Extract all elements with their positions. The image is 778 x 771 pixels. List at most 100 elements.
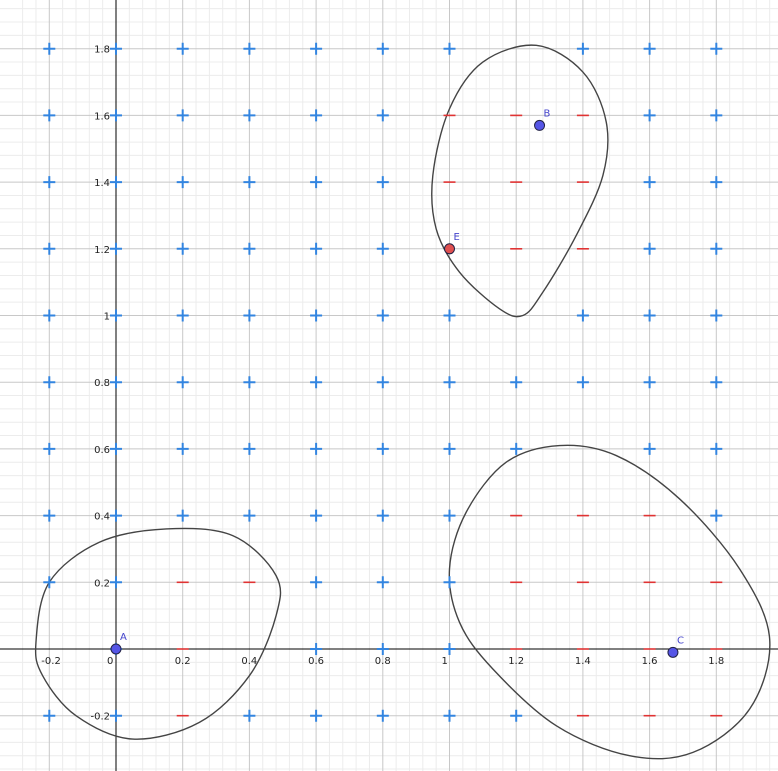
plus-marker	[376, 509, 389, 522]
plus-marker	[310, 442, 323, 455]
x-tick-label: 1.6	[642, 656, 658, 667]
plus-marker	[243, 509, 256, 522]
plus-marker	[176, 442, 189, 455]
x-tick-label: 0.8	[375, 656, 391, 667]
plus-marker	[110, 376, 122, 389]
plus-marker	[643, 376, 656, 389]
plus-marker	[643, 442, 656, 455]
plus-marker	[176, 242, 189, 255]
plus-marker	[110, 509, 122, 522]
plus-marker	[43, 309, 56, 322]
x-tick-label: 1	[442, 656, 448, 667]
plus-marker	[310, 576, 323, 589]
plus-marker	[710, 376, 723, 389]
plus-marker	[710, 442, 723, 455]
plus-marker	[110, 576, 122, 589]
plus-marker	[443, 309, 456, 322]
plus-marker	[243, 442, 256, 455]
closed-curve[interactable]	[448, 444, 771, 760]
plus-marker	[310, 376, 323, 389]
plus-marker	[176, 309, 189, 322]
plus-marker	[243, 109, 256, 122]
plus-marker	[643, 176, 656, 189]
y-tick-label: 1.4	[94, 178, 110, 189]
plus-marker	[243, 709, 256, 722]
x-tick-label: 1.2	[508, 656, 524, 667]
y-tick-label: 1.2	[94, 245, 110, 256]
point-label-a: A	[120, 632, 127, 643]
point-e[interactable]	[444, 243, 455, 255]
plus-marker	[576, 42, 589, 55]
closed-curve[interactable]	[431, 44, 609, 318]
plus-marker	[443, 576, 456, 589]
plus-marker	[643, 309, 656, 322]
x-tick-label: 1.8	[708, 656, 724, 667]
plus-marker	[243, 176, 256, 189]
point-b[interactable]	[534, 119, 546, 131]
y-tick-label: 1	[104, 312, 110, 323]
plus-marker	[310, 176, 323, 189]
plus-marker	[110, 176, 122, 189]
plus-marker	[43, 109, 56, 122]
plus-marker	[376, 709, 389, 722]
y-tick-label: -0.2	[90, 712, 110, 723]
point-label-b: B	[544, 108, 551, 119]
plus-marker	[43, 376, 56, 389]
y-tick-label: 0.4	[94, 512, 110, 523]
plus-marker	[110, 442, 122, 455]
plus-marker	[110, 42, 122, 55]
plus-marker	[110, 242, 122, 255]
plus-marker	[310, 242, 323, 255]
y-tick-label: 1.8	[94, 45, 110, 56]
plus-marker	[643, 42, 656, 55]
plus-marker	[310, 109, 323, 122]
plus-marker	[243, 376, 256, 389]
y-tick-label: 0.6	[94, 445, 110, 456]
x-tick-label: 1.4	[575, 656, 591, 667]
point-label-c: C	[677, 635, 684, 646]
plus-marker	[510, 709, 523, 722]
plus-marker	[243, 309, 256, 322]
plus-marker	[310, 709, 323, 722]
plus-marker	[110, 309, 122, 322]
plus-marker	[310, 42, 323, 55]
plus-marker	[310, 309, 323, 322]
plus-marker	[43, 576, 56, 589]
plus-marker	[110, 109, 122, 122]
closed-curves[interactable]	[34, 44, 771, 760]
plus-marker	[376, 176, 389, 189]
point-a[interactable]	[110, 643, 122, 655]
plus-marker	[643, 109, 656, 122]
y-tick-label: 0.2	[94, 578, 110, 589]
plus-marker	[443, 442, 456, 455]
plus-marker	[443, 643, 456, 655]
plus-marker	[243, 242, 256, 255]
plus-marker	[376, 42, 389, 55]
plus-marker	[376, 109, 389, 122]
plus-marker	[710, 42, 723, 55]
plus-marker	[510, 442, 523, 455]
plus-marker	[176, 509, 189, 522]
plus-marker	[510, 376, 523, 389]
plus-marker	[576, 376, 589, 389]
plus-marker	[43, 509, 56, 522]
plus-marker	[43, 442, 56, 455]
plus-marker	[443, 709, 456, 722]
x-tick-label: 0.6	[308, 656, 324, 667]
plus-marker	[710, 109, 723, 122]
plus-marker	[376, 309, 389, 322]
closed-curve[interactable]	[34, 527, 282, 740]
plus-marker	[643, 242, 656, 255]
plus-marker	[443, 42, 456, 55]
y-tick-label: 1.6	[94, 111, 110, 122]
plus-marker	[176, 109, 189, 122]
x-tick-label: 0.4	[241, 656, 257, 667]
plus-marker	[110, 709, 122, 722]
point-c[interactable]	[667, 646, 679, 658]
plus-marker	[376, 442, 389, 455]
